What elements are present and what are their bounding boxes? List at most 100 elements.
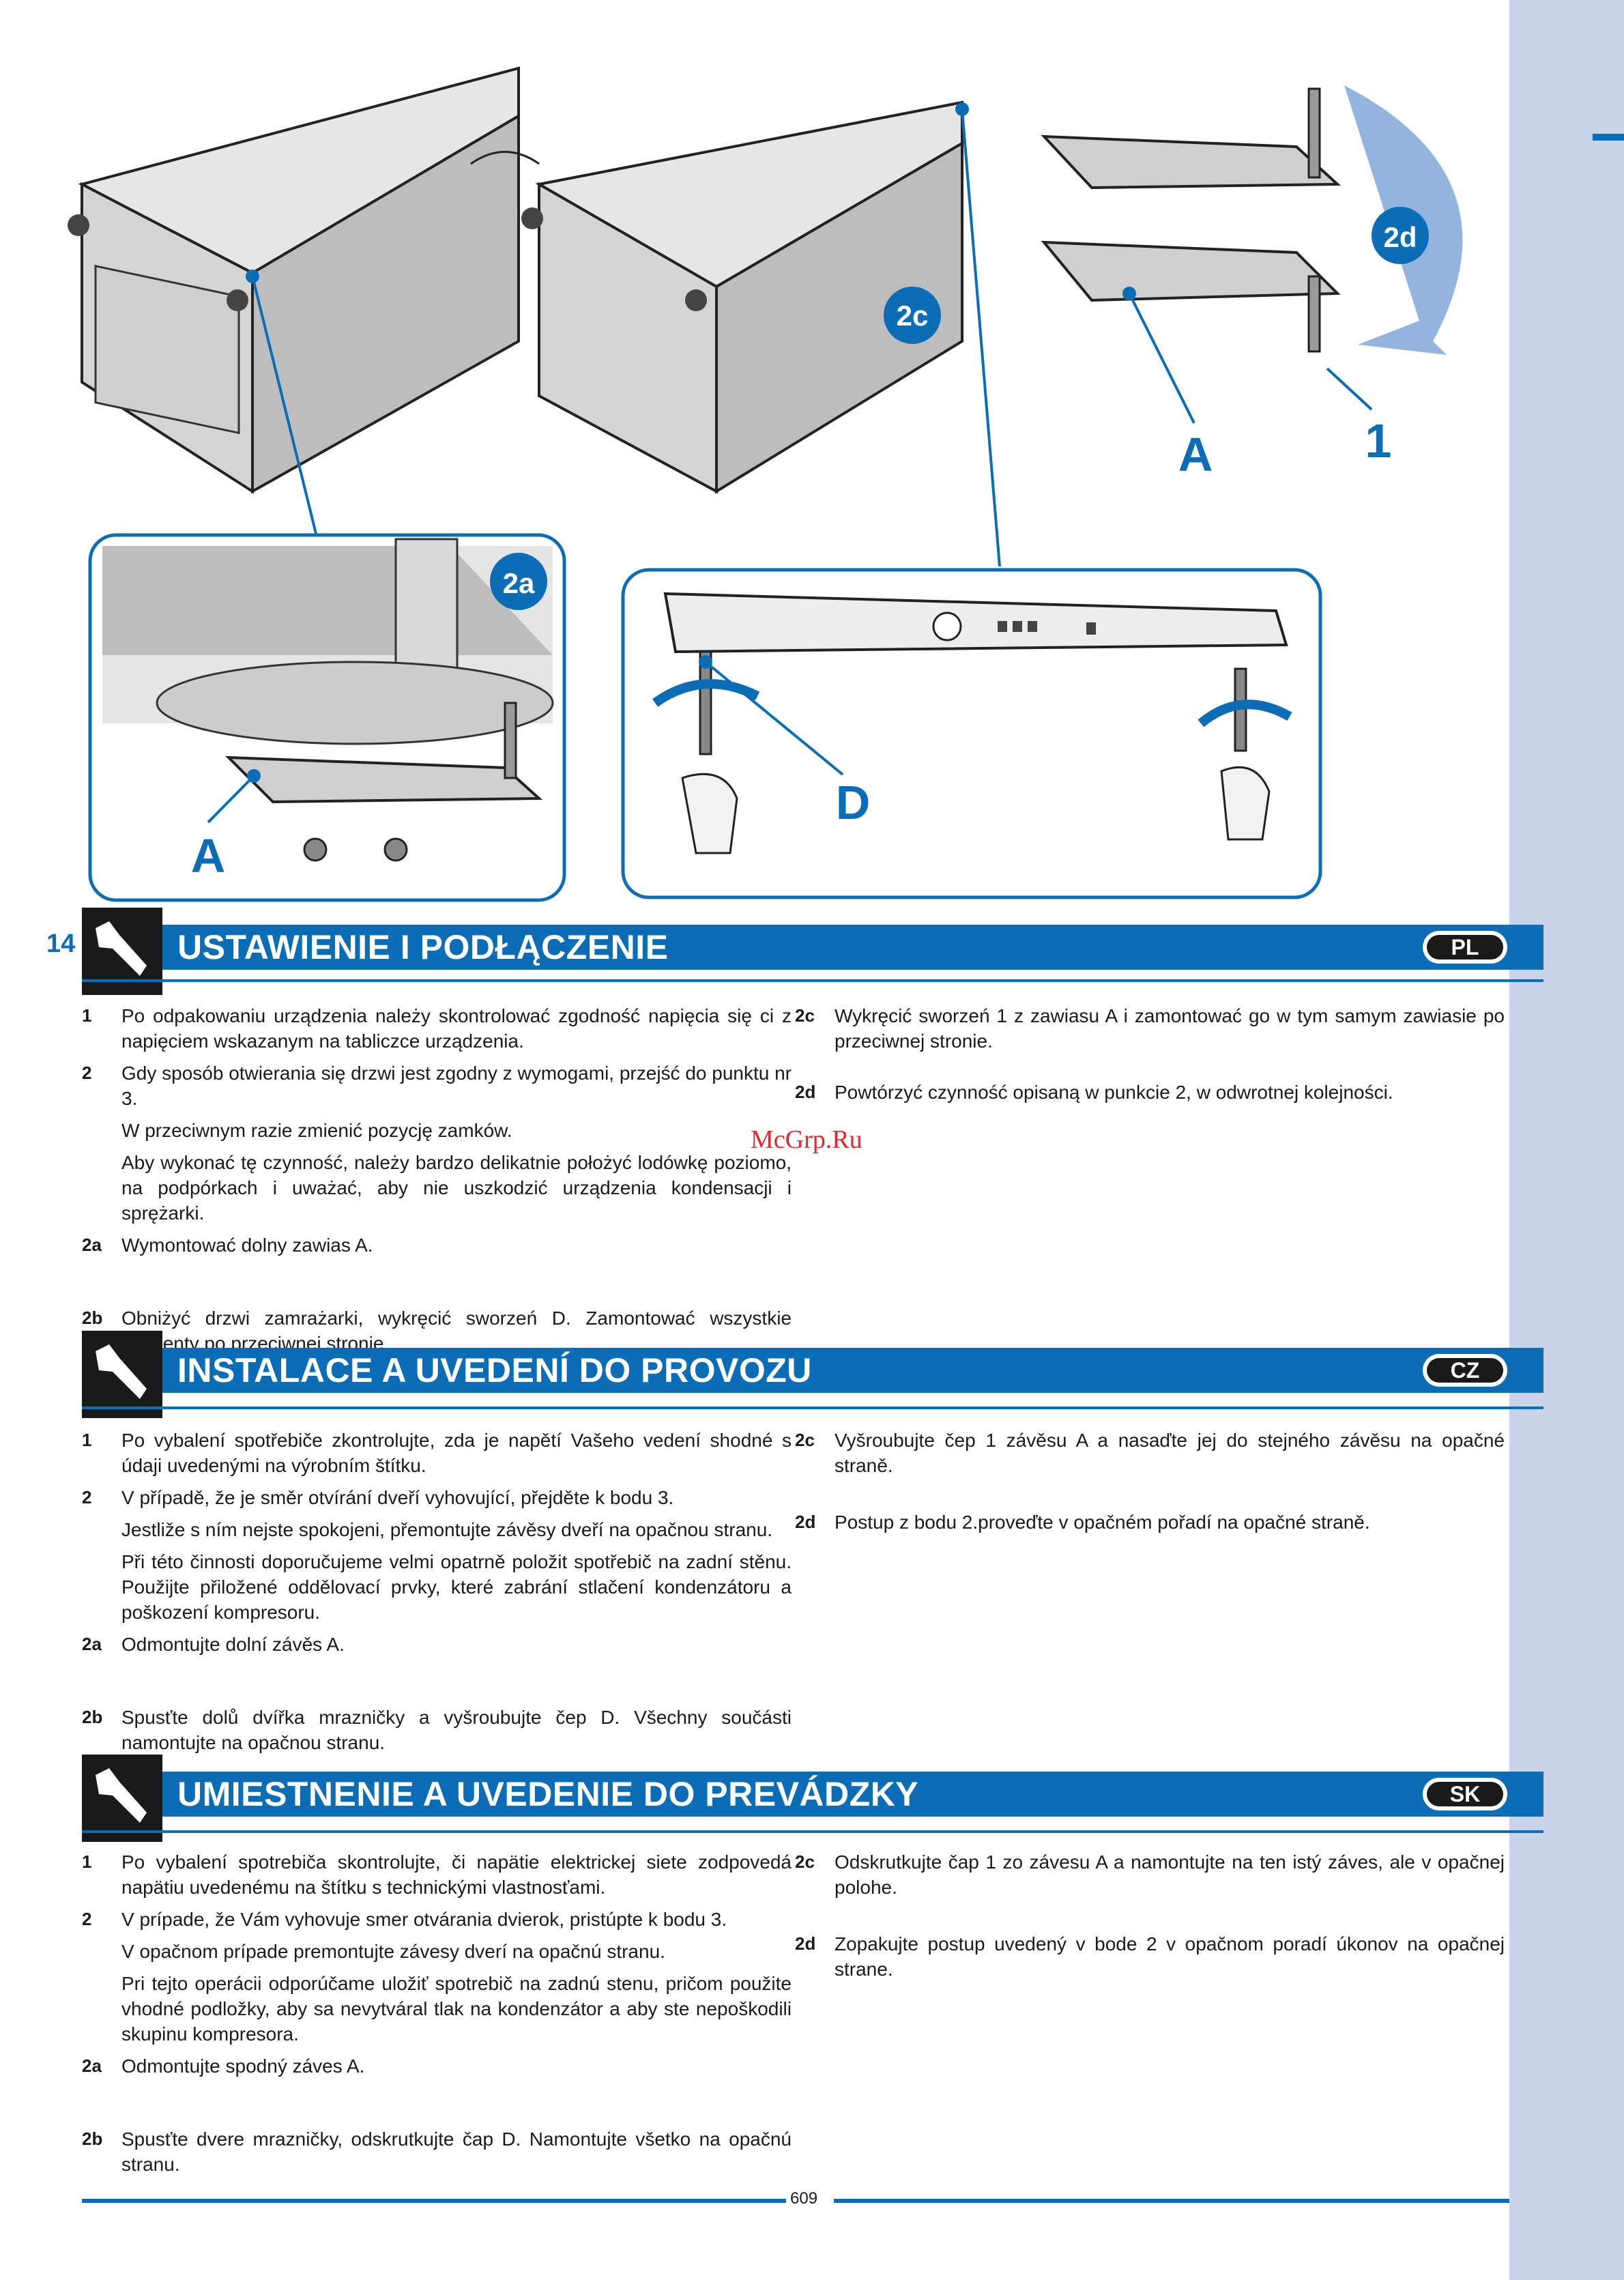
hinge-reversal-illustration: 2c 2d A 1 2a A [68,66,1463,902]
step-text: V opačnom prípade premontujte závesy dve… [121,1941,665,1962]
step-text: W przeciwnym razie zmienić pozycję zamkó… [121,1120,512,1141]
step-number: 2b [82,2129,103,2149]
footer-page-number: 609 [790,2189,818,2208]
step-2c: 2c Odskrutkujte čap 1 zo závesu A a namon… [795,1849,1505,1900]
step-number: 2c [795,1005,815,1026]
section-underline [82,1830,1543,1833]
step-text: Wykręcić sworzeń 1 z zawiasu A i zamonto… [835,1005,1505,1052]
section-underline [82,1406,1543,1409]
wrench-icon [82,1331,162,1418]
step-1: 1 Po odpakowaniu urządzenia należy skontr… [82,1003,792,1054]
step-text: Odskrutkujte čap 1 zo závesu A a namontu… [835,1851,1505,1898]
section-title: INSTALACE A UVEDENÍ DO PROVOZU [177,1351,812,1389]
section-sk-left-column: 1 Po vybalení spotrebiča skontrolujte, či… [82,1849,792,2184]
section-cz-right-column: 2c Vyšroubujte čep 1 závěsu A a nasaďte j… [795,1428,1505,1542]
footer-rule-right [834,2199,1509,2203]
step-text: V prípade, že Vám vyhovuje smer otvárani… [121,1909,727,1930]
step-2a: 2a Odmontujte spodný záves A. [82,2053,792,2079]
footer-rule-left [82,2199,786,2203]
lang-badge-sk: SK [1423,1778,1507,1810]
step-2: 2 V případě, že je směr otvírání dveří vy… [82,1485,792,1625]
section-underline [82,979,1543,982]
step-text: Při této činnosti doporučujeme velmi opa… [121,1551,792,1623]
step-text: Wymontować dolny zawias A. [121,1235,373,1256]
fridge-middle-drawing [470,100,1001,567]
label-A-hinge: A [1178,428,1213,481]
step-2d: 2d Zopakujte postup uvedený v bode 2 v op… [795,1931,1505,1982]
callout-2c-badge: 2c [884,287,941,344]
step-2a: 2a Odmontujte dolní závěs A. [82,1632,792,1657]
step-text: Odmontujte spodný záves A. [121,2055,365,2077]
lang-badge-cz: CZ [1423,1354,1507,1387]
step-2: 2 Gdy sposób otwierania się drzwi jest zg… [82,1060,792,1226]
section-pl-left-column: 1 Po odpakowaniu urządzenia należy skontr… [82,1003,792,1363]
step-number: 2a [82,1235,102,1255]
step-number: 2a [82,2055,102,2076]
detail-box-2b: D [621,568,1322,899]
step-text: Po vybalení spotrebiča skontrolujte, či … [121,1851,792,1898]
step-2c: 2c Vyšroubujte čep 1 závěsu A a nasaďte j… [795,1428,1505,1478]
page-number: 14 [46,929,76,958]
section-pl-right-column: 2c Wykręcić sworzeń 1 z zawiasu A i zamon… [795,1003,1505,1112]
section-title: UMIESTNENIE A UVEDENIE DO PREVÁDZKY [177,1775,919,1813]
step-text: Gdy sposób otwierania się drzwi jest zgo… [121,1063,792,1109]
right-sidebar [1509,0,1624,2280]
step-text: Spusťte dvere mrazničky, odskrutkujte ča… [121,2129,792,2175]
sidebar-tab-marker [1593,134,1624,141]
step-number: 2d [795,1933,816,1954]
step-number: 2d [795,1512,816,1532]
step-text: Zopakujte postup uvedený v bode 2 v opač… [835,1933,1505,1980]
lang-badge-label: PL [1427,935,1503,959]
step-text: Powtórzyć czynność opisaną w punkcie 2, … [835,1082,1393,1103]
step-1: 1 Po vybalení spotřebiče zkontrolujte, zd… [82,1428,792,1478]
lang-badge-label: SK [1427,1782,1503,1806]
watermark: McGrp.Ru [751,1125,862,1154]
step-text: V případě, že je směr otvírání dveří vyh… [121,1487,674,1508]
step-number: 2d [795,1082,816,1102]
step-text: Po vybalení spotřebiče zkontrolujte, zda… [121,1430,792,1476]
step-text: Jestliže s ním nejste spokojeni, přemont… [121,1519,773,1540]
section-title: USTAWIENIE I PODŁĄCZENIE [177,928,669,966]
step-number: 2 [82,1063,92,1083]
lang-badge-label: CZ [1427,1358,1503,1383]
step-2d: 2d Powtórzyć czynność opisaną w punkcie 2… [795,1080,1505,1105]
hinge-top-right-drawing: 2d A 1 [1041,85,1463,481]
section-header-bar [82,1348,1543,1393]
step-text: Vyšroubujte čep 1 závěsu A a nasaďte jej… [835,1430,1505,1476]
step-text: Po odpakowaniu urządzenia należy skontro… [121,1005,792,1052]
label-D-detail: D [836,776,871,829]
step-2d: 2d Postup z bodu 2.proveďte v opačném poř… [795,1510,1505,1535]
step-number: 2b [82,1308,103,1328]
step-text: Pri tejto operácii odporúčame uložiť spo… [121,1973,792,2045]
step-number: 2 [82,1487,92,1507]
step-number: 2a [82,1634,102,1654]
callout-2c-text: 2c [897,300,929,332]
label-A-detail: A [191,829,226,882]
step-text: Aby wykonać tę czynność, należy bardzo d… [121,1152,792,1224]
step-2b: 2b Spusťte dvere mrazničky, odskrutkujte … [82,2126,792,2177]
step-text: Postup z bodu 2.proveďte v opačném pořad… [835,1512,1370,1533]
step-2a: 2a Wymontować dolny zawias A. [82,1232,792,1258]
step-2c: 2c Wykręcić sworzeń 1 z zawiasu A i zamon… [795,1003,1505,1054]
callout-2a-text: 2a [503,567,535,599]
step-text: Odmontujte dolní závěs A. [121,1634,345,1655]
step-text: Spusťte dolů dvířka mrazničky a vyšroubu… [121,1707,792,1753]
detail-box-2a: 2a A [88,533,566,902]
step-number: 2c [795,1430,815,1450]
section-sk-right-column: 2c Odskrutkujte čap 1 zo závesu A a namon… [795,1849,1505,1989]
section-header-bar [82,1772,1543,1817]
fridge-left-drawing [68,66,520,540]
wrench-icon [82,1755,162,1842]
step-1: 1 Po vybalení spotrebiča skontrolujte, či… [82,1849,792,1900]
step-number: 1 [82,1430,92,1450]
step-number: 2c [795,1851,815,1872]
step-number: 2 [82,1909,92,1929]
section-header-bar [82,925,1543,970]
step-number: 1 [82,1005,92,1026]
step-2: 2 V prípade, že Vám vyhovuje smer otváran… [82,1907,792,2047]
callout-2d-text: 2d [1383,221,1417,253]
step-number: 1 [82,1851,92,1872]
section-cz-left-column: 1 Po vybalení spotřebiče zkontrolujte, zd… [82,1428,792,1762]
lang-badge-pl: PL [1423,931,1507,964]
